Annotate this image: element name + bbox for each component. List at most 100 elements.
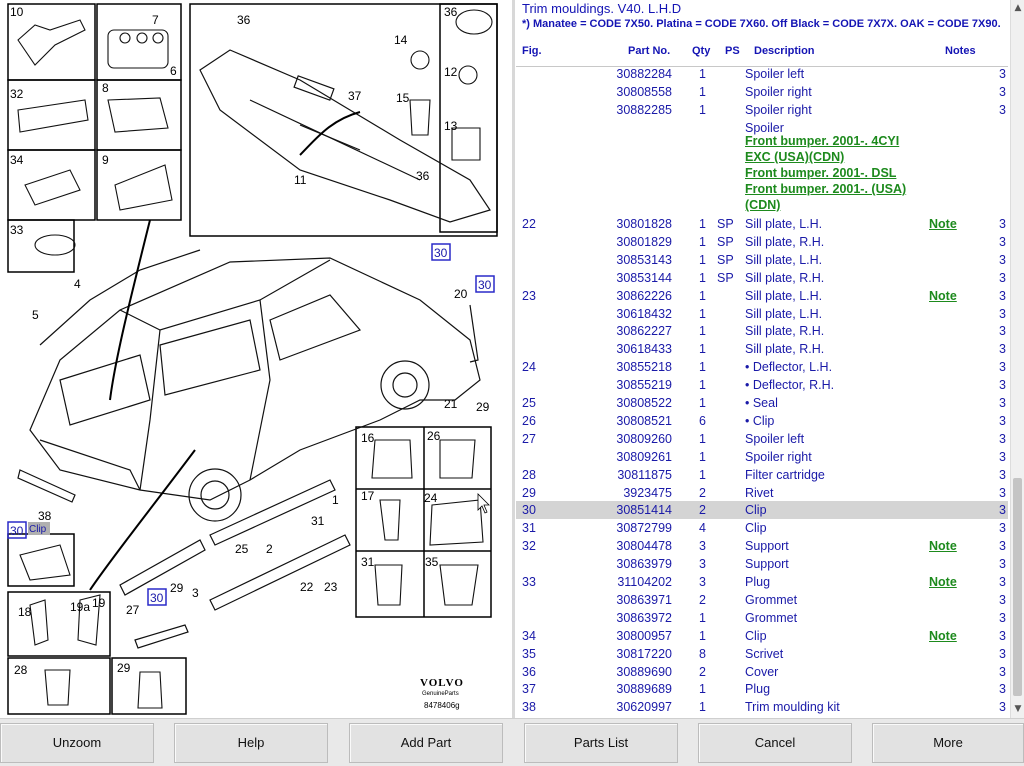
svg-text:17: 17 [361, 489, 375, 503]
col-notes[interactable]: Notes [945, 45, 976, 57]
cell-qty: 2 [699, 503, 706, 518]
cell-qty: 1 [699, 270, 706, 285]
parts-list-button[interactable]: Parts List [524, 723, 678, 763]
cell-description: • Seal [745, 396, 778, 410]
scroll-thumb[interactable] [1013, 478, 1022, 696]
cell-fig: 30 [522, 503, 536, 518]
cell-qty: 3 [699, 575, 706, 589]
cell-description: Clip [745, 521, 767, 536]
col-description[interactable]: Description [754, 45, 815, 57]
cell-part-no: 30863979 [616, 557, 672, 572]
cell-fig: 36 [522, 664, 536, 679]
help-button[interactable]: Help [174, 723, 328, 763]
cell-part-no: 30620997 [616, 700, 672, 715]
svg-text:19a: 19a [70, 600, 90, 614]
table-row[interactable]: Spoiler [516, 119, 1008, 137]
cell-extra: 3 [999, 84, 1006, 99]
cell-qty: 1 [699, 682, 706, 697]
link-cdn[interactable]: (CDN) [745, 198, 781, 212]
cell-description: Sill plate, L.H. [745, 288, 823, 303]
cell-qty: 1 [699, 610, 706, 625]
cell-description: Sill plate, L.H. [745, 252, 823, 267]
cell-extra: 3 [999, 288, 1006, 303]
note-link[interactable]: Note [929, 217, 957, 231]
col-qty[interactable]: Qty [692, 45, 711, 57]
svg-text:21: 21 [444, 397, 458, 411]
cell-extra: 3 [999, 270, 1006, 285]
scroll-down-icon[interactable]: ▼ [1014, 704, 1022, 714]
svg-text:1: 1 [332, 493, 339, 507]
cell-fig: 26 [522, 413, 536, 428]
pane-divider[interactable] [512, 0, 515, 718]
link-front-bumper-dsl[interactable]: Front bumper. 2001-. DSL [745, 166, 897, 180]
detail-box-29 [111, 657, 187, 715]
note-link[interactable]: Note [929, 539, 957, 554]
note-link[interactable]: Note [929, 575, 957, 589]
note-link[interactable]: Note [929, 288, 957, 303]
link-front-bumper-4cyl[interactable]: Front bumper. 2001-. 4CYI [745, 134, 900, 148]
col-fig[interactable]: Fig. [522, 45, 542, 57]
col-part-no[interactable]: Part No. [628, 45, 671, 57]
cell-part-no: 30853143 [616, 252, 672, 267]
more-button[interactable]: More [872, 723, 1024, 763]
cell-fig: 25 [522, 396, 536, 410]
note-link[interactable]: Note [929, 628, 957, 643]
list-scrollbar[interactable]: ▲ ▼ [1010, 0, 1024, 718]
svg-text:11: 11 [294, 173, 307, 187]
bottom-toolbar: Unzoom Help Add Part Parts List Cancel M… [0, 718, 1024, 766]
col-ps[interactable]: PS [725, 45, 740, 57]
scroll-up-icon[interactable]: ▲ [1014, 3, 1022, 13]
unzoom-button[interactable]: Unzoom [0, 723, 154, 763]
svg-text:33: 33 [10, 223, 24, 237]
cell-part-no: 30863971 [616, 592, 672, 607]
cell-part-no: 30882285 [616, 102, 672, 117]
cell-part-no: 31104202 [617, 575, 672, 589]
detail-box-8 [96, 79, 182, 151]
cell-extra: 3 [999, 557, 1006, 572]
link-front-bumper-usa[interactable]: Front bumper. 2001-. (USA) [745, 182, 907, 196]
cell-description: Spoiler left [745, 67, 805, 81]
cell-part-no: 30851414 [616, 503, 672, 518]
cancel-button[interactable]: Cancel [698, 723, 852, 763]
add-part-button[interactable]: Add Part [349, 723, 503, 763]
link-exc-usa-cdn[interactable]: EXC (USA)(CDN) [745, 150, 845, 164]
svg-text:28: 28 [14, 663, 28, 677]
cell-fig: 31 [522, 521, 536, 536]
cowl-fasteners-box [439, 3, 498, 233]
cell-part-no: 3923475 [623, 485, 672, 500]
